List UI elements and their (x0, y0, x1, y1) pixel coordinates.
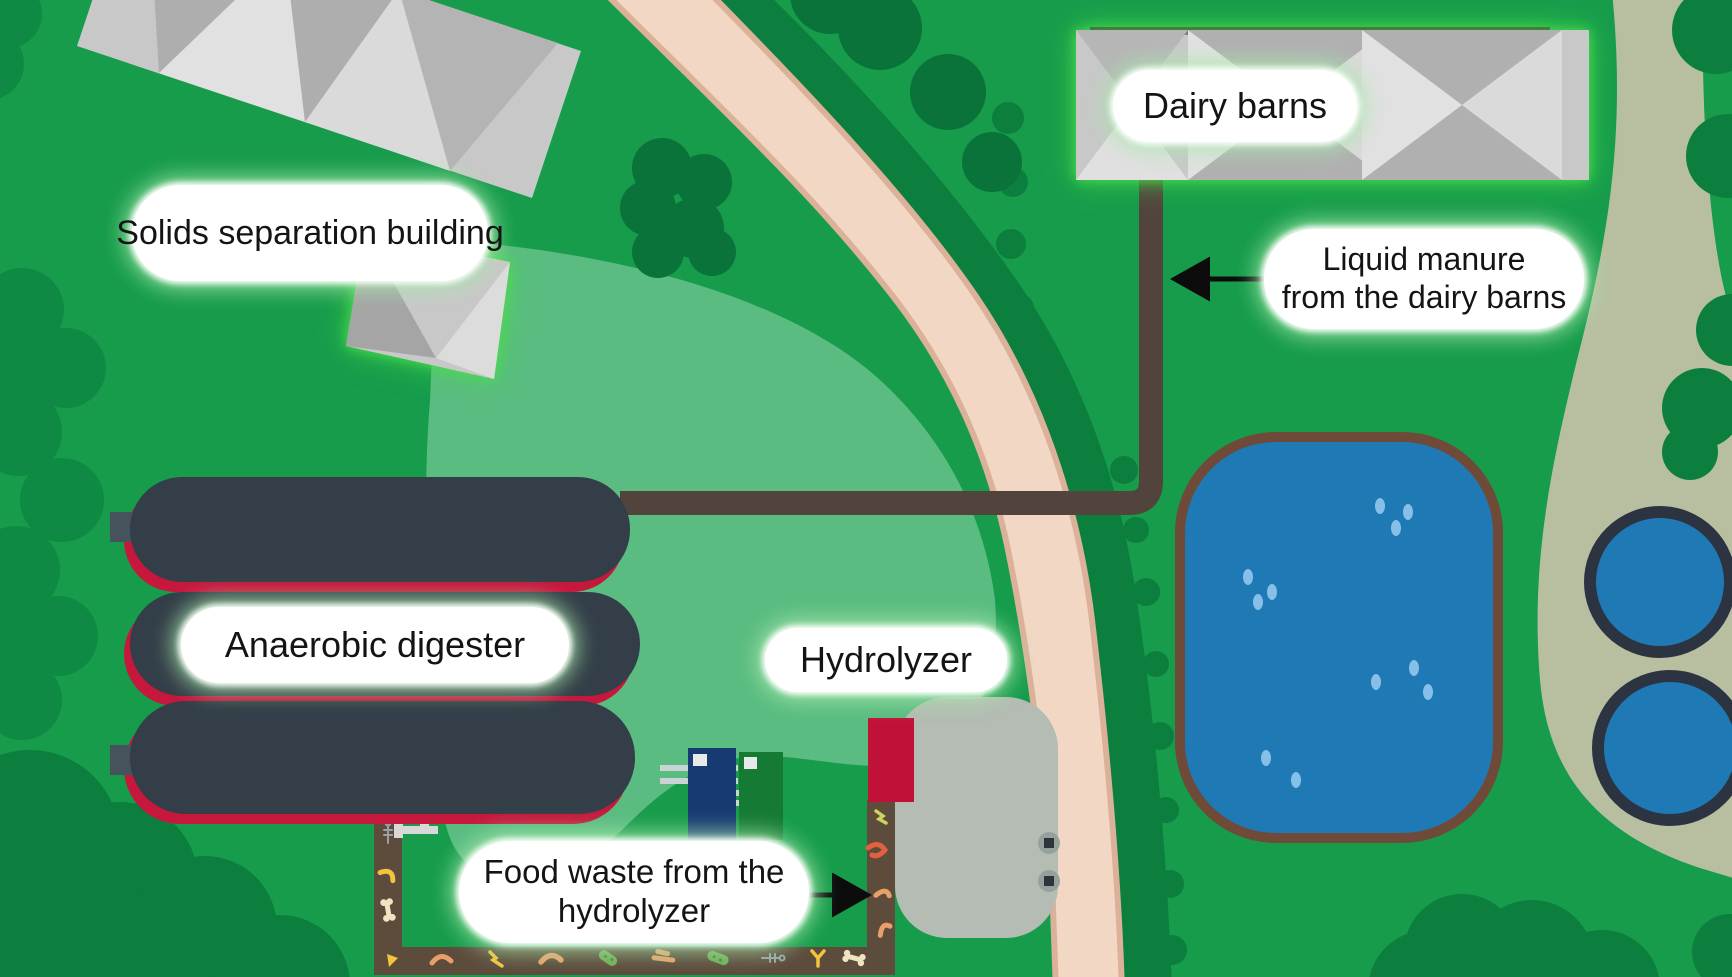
orange-peel-curl-icon (877, 922, 893, 938)
food-scrap-icon (488, 950, 504, 968)
hydrolyzer-building (868, 718, 914, 802)
roadside-forest (671, 0, 1187, 977)
bottom-right-trees (1369, 894, 1732, 977)
pickle-icon (707, 950, 729, 966)
right-edge-trees (1662, 0, 1732, 480)
label-food-waste: Food waste from the hydrolyzer (459, 841, 809, 943)
orange-peel-curl-icon (429, 954, 454, 966)
label-text: Solids separation building (116, 213, 504, 252)
gravel-path (1537, 0, 1732, 878)
left-tree-column (0, 268, 106, 740)
digester-tank-1 (130, 477, 630, 582)
label-text: Hydrolyzer (799, 638, 973, 680)
circular-storage-tanks (1584, 506, 1732, 826)
label-text: Dairy barns (1142, 84, 1328, 126)
label-text-line2: from the dairy barns (1281, 279, 1567, 315)
fish-skeleton-icon (761, 953, 786, 963)
bottom-left-trees (0, 750, 350, 977)
label-dairy-barns: Dairy barns (1113, 70, 1357, 142)
label-liquid-manure: Liquid manure from the dairy barns (1264, 229, 1584, 329)
digester-tank-3 (130, 701, 635, 814)
pickle-icon (598, 950, 618, 966)
food-scrap-icon (387, 954, 398, 967)
banana-peel-icon (377, 868, 396, 884)
top-left-corner-trees (0, 0, 42, 98)
label-text-line2: hydrolyzer (557, 892, 711, 929)
lagoon-pond (1175, 432, 1503, 843)
food-scrap-icon (874, 809, 888, 825)
orange-peel-curl-icon (538, 952, 564, 965)
label-text: Anaerobic digester (224, 623, 526, 665)
roadside-forest-shade (790, 0, 1022, 192)
annotation-arrows (808, 256, 1268, 918)
tree-cluster (620, 138, 736, 278)
road (607, 0, 1125, 977)
wishbone-icon (810, 949, 826, 968)
orange-peel-curl-icon (873, 888, 892, 899)
label-text-line1: Food waste from the (483, 853, 785, 891)
storage-tank-circle-bottom (1592, 670, 1732, 826)
orange-peel-curl-icon (651, 949, 676, 963)
storage-tank-circle-top (1584, 506, 1732, 658)
manure-pipe (620, 168, 1163, 515)
concrete-pad (895, 697, 1060, 938)
label-solids-separation-building: Solids separation building (116, 185, 504, 281)
bone-icon (380, 898, 396, 922)
bone-icon (842, 949, 866, 967)
hydrolyzer-buildings (660, 718, 914, 840)
tank-nubs (110, 512, 134, 775)
label-text-line1: Liquid manure (1322, 241, 1526, 278)
label-anaerobic-digester: Anaerobic digester (181, 607, 569, 683)
solids-separation-building (77, 0, 581, 198)
pond-speckles (1243, 498, 1433, 788)
orange-peel-curl-icon (865, 842, 889, 859)
manhole-icon (1038, 832, 1060, 892)
label-hydrolyzer: Hydrolyzer (765, 628, 1007, 692)
